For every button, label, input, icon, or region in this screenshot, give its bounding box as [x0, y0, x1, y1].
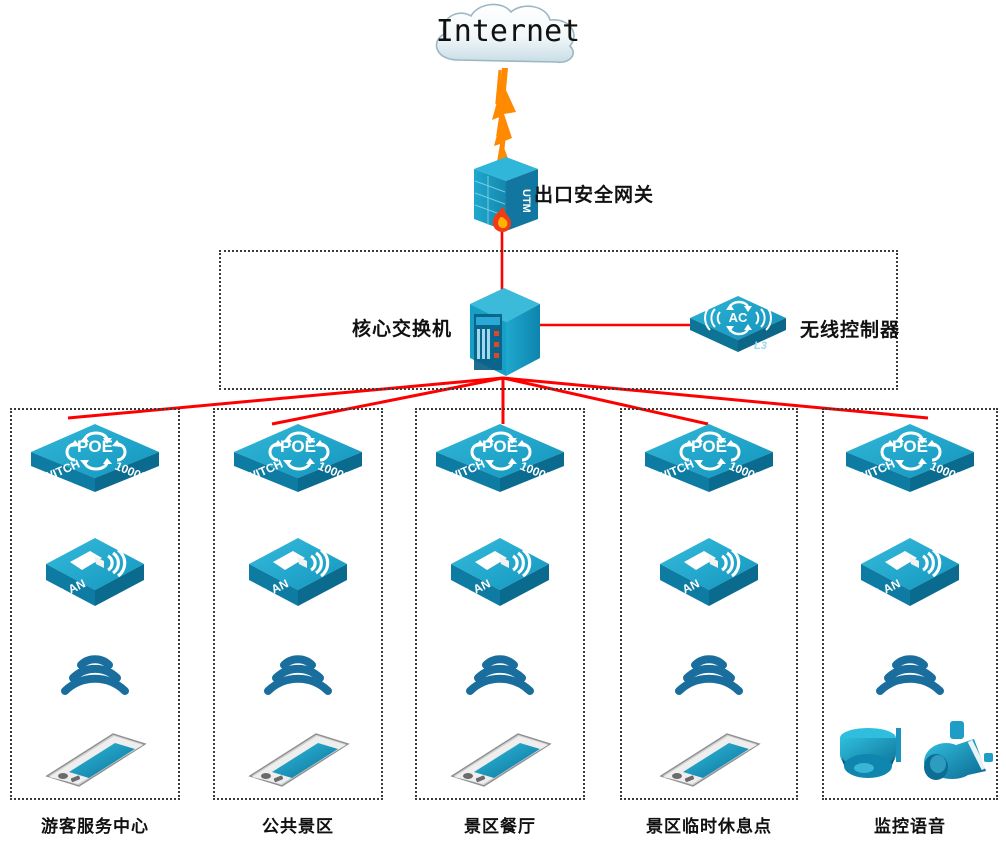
core-zone-box — [219, 250, 898, 390]
core-switch-node — [464, 284, 544, 380]
core-switch-label: 核心交换机 — [352, 318, 453, 340]
zone-label: 景区餐厅 — [464, 817, 536, 837]
wifi-signal-icon — [466, 655, 534, 695]
zone-wlan-ap-node: WLAN — [445, 534, 555, 612]
wifi-signal-icon — [61, 655, 129, 695]
zone-wifi-signal-node — [669, 645, 749, 703]
cloud-icon — [435, 3, 575, 64]
wifi-signal-icon — [264, 655, 332, 695]
zone-smartphone-node — [444, 728, 556, 794]
smartphone-icon — [450, 733, 552, 787]
zone-poe-switch-node: POE SWITCH 1000M — [639, 420, 779, 496]
horn-speaker-icon — [924, 721, 993, 780]
wlan-ap-icon: WLAN — [660, 538, 758, 606]
utm-device-text: UTM — [520, 189, 532, 213]
zone-poe-switch-node: POE SWITCH 1000M — [840, 420, 980, 496]
wlan-ap-icon: WLAN — [861, 538, 959, 606]
zone-poe-switch-node: POE SWITCH 1000M — [430, 420, 570, 496]
internet-node: Internet — [418, 0, 598, 80]
zone-wlan-ap-node: WLAN — [855, 534, 965, 612]
zone-smartphone-node — [242, 728, 354, 794]
poe-switch-icon: POE SWITCH 1000M — [234, 424, 362, 492]
zone-label: 监控语音 — [874, 817, 946, 837]
zone-box — [10, 408, 180, 800]
lightning-bolt-icon — [492, 68, 516, 168]
smartphone-icon — [248, 733, 350, 787]
poe-switch-icon: POE SWITCH 1000M — [31, 424, 159, 492]
wireless-controller-node: AC L3 — [686, 292, 790, 362]
internet-label: Internet — [435, 14, 581, 49]
l3-device-text: L3 — [754, 340, 767, 352]
wireless-controller-label: 无线控制器 — [800, 319, 901, 341]
gateway-label: 出口安全网关 — [534, 184, 655, 206]
gateway-node: UTM — [466, 155, 546, 235]
zone-smartphone-node — [653, 728, 765, 794]
zone-wifi-signal-node — [55, 645, 135, 703]
zone-box — [415, 408, 585, 800]
zone-label: 游客服务中心 — [41, 817, 149, 837]
zone-box — [213, 408, 383, 800]
ac-device-text: AC — [729, 310, 748, 325]
dome-camera-icon — [840, 728, 901, 778]
wifi-signal-icon — [675, 655, 743, 695]
smartphone-icon — [45, 733, 147, 787]
wlan-ap-icon: WLAN — [451, 538, 549, 606]
zone-label: 景区临时休息点 — [646, 817, 772, 837]
firewall-utm-icon: UTM — [474, 157, 538, 233]
zone-box — [620, 408, 798, 800]
zone-label: 公共景区 — [262, 817, 334, 837]
poe-switch-icon: POE SWITCH 1000M — [436, 424, 564, 492]
zone-poe-switch-node: POE SWITCH 1000M — [25, 420, 165, 496]
zone-smartphone-node — [39, 728, 151, 794]
zone-wlan-ap-node: WLAN — [654, 534, 764, 612]
core-switch-icon — [470, 288, 540, 376]
poe-switch-icon: POE SWITCH 1000M — [846, 424, 974, 492]
zone-surveillance-node — [834, 718, 993, 792]
wireless-controller-icon: AC L3 — [690, 296, 786, 352]
poe-switch-icon: POE SWITCH 1000M — [645, 424, 773, 492]
wifi-signal-icon — [876, 655, 944, 695]
zone-wifi-signal-node — [870, 645, 950, 703]
smartphone-icon — [659, 733, 761, 787]
wlan-ap-icon: WLAN — [249, 538, 347, 606]
zone-wifi-signal-node — [460, 645, 540, 703]
zone-wifi-signal-node — [258, 645, 338, 703]
zone-wlan-ap-node: WLAN — [40, 534, 150, 612]
wlan-ap-icon: WLAN — [46, 538, 144, 606]
zone-wlan-ap-node: WLAN — [243, 534, 353, 612]
zone-box — [822, 408, 998, 800]
zone-poe-switch-node: POE SWITCH 1000M — [228, 420, 368, 496]
